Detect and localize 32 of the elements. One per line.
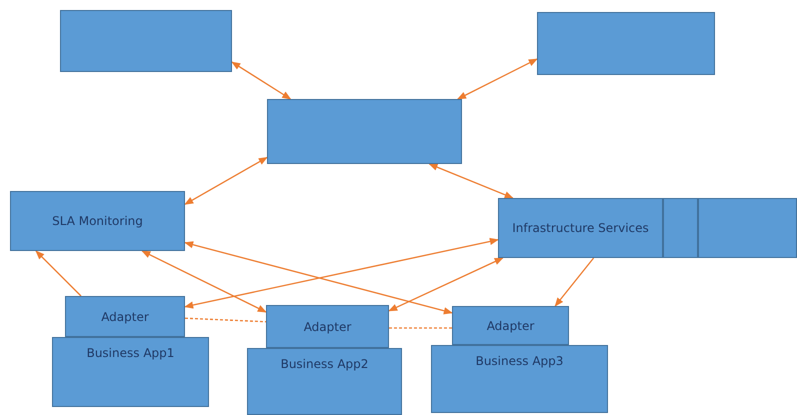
arrow <box>184 156 268 205</box>
node-label: Business App1 <box>86 345 176 362</box>
node-label: Infrastructure Services <box>511 220 650 237</box>
adapter-box <box>452 306 569 345</box>
process-box <box>10 191 185 251</box>
empty-box <box>537 12 715 75</box>
arrow <box>35 250 82 296</box>
empty-box <box>663 198 698 258</box>
arrow <box>554 258 594 307</box>
arrow <box>428 163 514 199</box>
node-label: Adapter <box>486 318 536 334</box>
node-label: Business App3 <box>474 353 564 370</box>
node-label: Business App2 <box>280 356 370 373</box>
empty-box <box>267 99 462 164</box>
connector-line <box>389 327 452 329</box>
application-box <box>52 337 209 407</box>
adapter-box <box>266 305 389 348</box>
node-label: Adapter <box>100 308 150 326</box>
arrow <box>184 241 453 314</box>
arrow <box>388 257 504 312</box>
node-label: Adapter <box>302 318 352 336</box>
application-box <box>431 345 608 413</box>
arrow <box>457 58 538 100</box>
node-label: SLA Monitoring <box>51 213 144 230</box>
adapter-box <box>65 296 185 337</box>
application-box <box>247 348 402 415</box>
connector-line <box>184 318 266 322</box>
arrow <box>231 62 292 100</box>
arrow <box>141 250 267 313</box>
process-box <box>498 198 663 258</box>
arrow <box>184 238 499 309</box>
empty-box <box>60 10 232 72</box>
